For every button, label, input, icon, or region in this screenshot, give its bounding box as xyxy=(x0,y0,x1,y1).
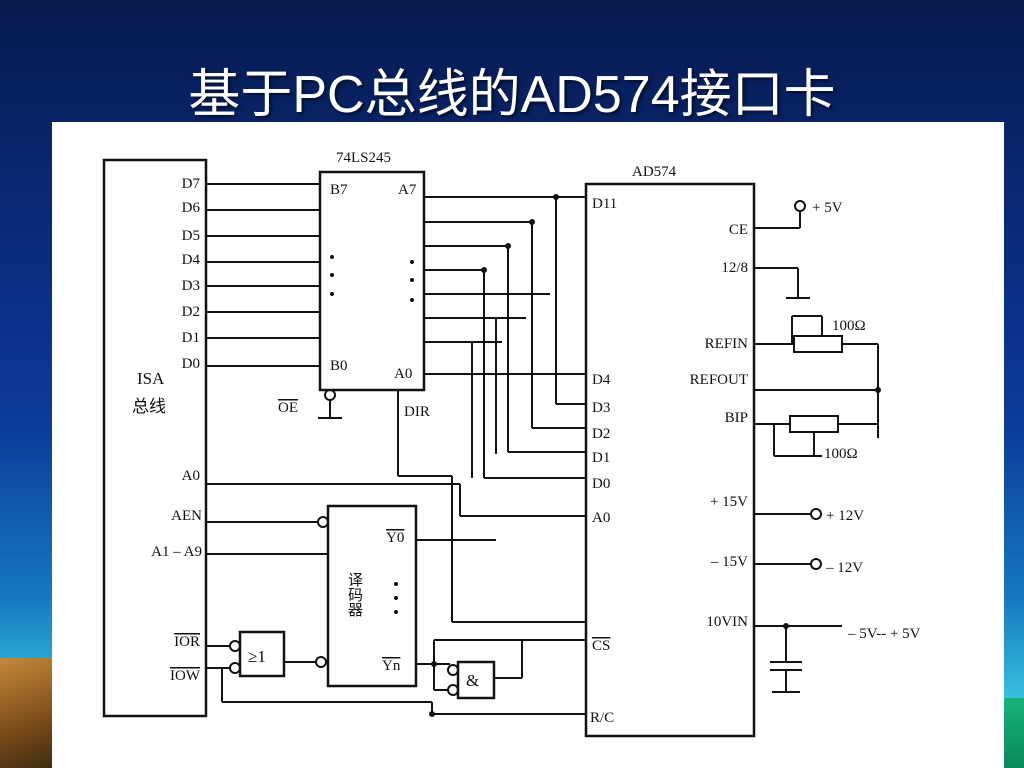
isa-pin-d1: D1 xyxy=(182,330,200,346)
adc-ad574: AD574 D11 D4 D3 D2 D1 D0 A0 CS R/C CE 12… xyxy=(584,164,756,738)
buffer-pin-a0: A0 xyxy=(394,366,412,382)
isa-label: ISA xyxy=(137,369,165,388)
isa-pin-ior: IOR xyxy=(174,634,200,650)
decoder-pin-y0: Y0 xyxy=(386,530,404,546)
adc-pin-cs: CS xyxy=(592,638,610,654)
slide-title: 基于PC总线的AD574接口卡 xyxy=(188,66,836,124)
circuit-diagram-panel: ISA 总线 D7 D6 D5 D4 D3 D2 D1 D0 A0 AEN A1… xyxy=(52,122,1004,768)
decorative-corner-right xyxy=(1000,698,1024,768)
adc-pin-d4: D4 xyxy=(592,372,611,388)
buffer-pin-dir: DIR xyxy=(404,404,430,420)
isa-to-buffer-wires xyxy=(206,183,320,367)
isa-pin-d7: D7 xyxy=(182,176,201,192)
adc-pin-d11: D11 xyxy=(592,196,617,212)
buffer-74ls245: 74LS245 B7 A7 B0 A0 OE DIR xyxy=(278,150,430,420)
isa-pin-aen: AEN xyxy=(171,508,202,524)
adc-pin-10vin: 10VIN xyxy=(706,614,748,630)
adc-pin-d0: D0 xyxy=(592,476,610,492)
adc-label: AD574 xyxy=(632,164,677,180)
resistor-2-label: 100Ω xyxy=(824,446,858,462)
adc-pin-minus15v: – 15V xyxy=(710,554,748,570)
adc-pin-refout: REFOUT xyxy=(690,372,748,388)
isa-pin-a0: A0 xyxy=(182,468,200,484)
or-gate-symbol: ≥1 xyxy=(248,647,266,666)
adc-pin-plus15v: + 15V xyxy=(710,494,748,510)
adc-pin-rc: R/C xyxy=(590,710,614,726)
adc-pin-ce: CE xyxy=(729,222,748,238)
adc-pin-refin: REFIN xyxy=(705,336,749,352)
ce-plus5v-label: + 5V xyxy=(812,200,843,216)
isa-pin-addr: A1 – A9 xyxy=(151,544,202,560)
input-range-label: – 5V-- + 5V xyxy=(847,626,921,642)
resistor-1-label: 100Ω xyxy=(832,318,866,334)
buffer-label: 74LS245 xyxy=(336,150,391,166)
supply-plus12-label: + 12V xyxy=(826,508,864,524)
address-decode-logic: 译码器 Y0 Yn ≥1 & xyxy=(206,483,586,717)
supply-minus12-label: – 12V xyxy=(825,560,863,576)
decoder-label: 译码器 xyxy=(346,572,363,617)
isa-pin-d2: D2 xyxy=(182,304,200,320)
isa-pin-d6: D6 xyxy=(182,200,201,216)
adc-pin-a0: A0 xyxy=(592,510,610,526)
adc-external-wiring: + 5V 100Ω 100Ω + 12V – 12V xyxy=(754,200,921,693)
adc-pin-d3: D3 xyxy=(592,400,610,416)
adc-pin-bip: BIP xyxy=(725,410,748,426)
isa-pin-d4: D4 xyxy=(182,252,201,268)
isa-pin-d3: D3 xyxy=(182,278,200,294)
isa-pin-d5: D5 xyxy=(182,228,200,244)
buffer-pin-oe: OE xyxy=(278,400,298,416)
decoder-pin-yn: Yn xyxy=(382,658,401,674)
circuit-diagram: ISA 总线 D7 D6 D5 D4 D3 D2 D1 D0 A0 AEN A1… xyxy=(102,150,921,738)
and-gate-symbol: & xyxy=(466,671,479,690)
decorative-corner-left xyxy=(0,658,60,768)
buffer-to-adc-wires xyxy=(397,194,586,623)
buffer-pin-b0: B0 xyxy=(330,358,348,374)
isa-bus-label: 总线 xyxy=(132,397,166,416)
isa-pin-iow: IOW xyxy=(170,668,201,684)
isa-pin-d0: D0 xyxy=(182,356,200,372)
adc-pin-d1: D1 xyxy=(592,450,610,466)
buffer-pin-b7: B7 xyxy=(330,182,348,198)
isa-bus-block: ISA 总线 D7 D6 D5 D4 D3 D2 D1 D0 A0 AEN A1… xyxy=(102,158,208,718)
buffer-pin-a7: A7 xyxy=(398,182,417,198)
adc-pin-d2: D2 xyxy=(592,426,610,442)
adc-pin-12-8: 12/8 xyxy=(721,260,748,276)
